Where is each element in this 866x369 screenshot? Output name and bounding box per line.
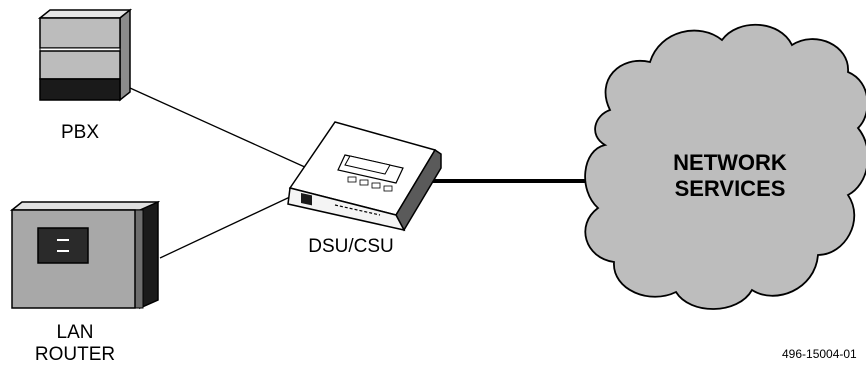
cloud-label: NETWORK SERVICES bbox=[640, 150, 820, 202]
cloud-label-line1: NETWORK bbox=[673, 150, 787, 175]
router-to-dsu-line bbox=[159, 195, 293, 259]
router-label-line1: LAN bbox=[56, 322, 94, 343]
pbx-icon bbox=[37, 8, 133, 102]
network-cloud-icon bbox=[584, 23, 866, 310]
lan-router-icon bbox=[9, 200, 161, 310]
router-label-line2: ROUTER bbox=[34, 344, 116, 365]
figure-id: 496-15004-01 bbox=[782, 347, 857, 361]
pbx-label: PBX bbox=[60, 122, 100, 143]
pbx-to-dsu-line bbox=[129, 87, 308, 169]
dsu-csu-label: DSU/CSU bbox=[308, 236, 394, 257]
dsu-csu-icon bbox=[287, 121, 442, 232]
router-label: LAN ROUTER bbox=[30, 322, 120, 366]
cloud-label-line2: SERVICES bbox=[674, 176, 786, 201]
